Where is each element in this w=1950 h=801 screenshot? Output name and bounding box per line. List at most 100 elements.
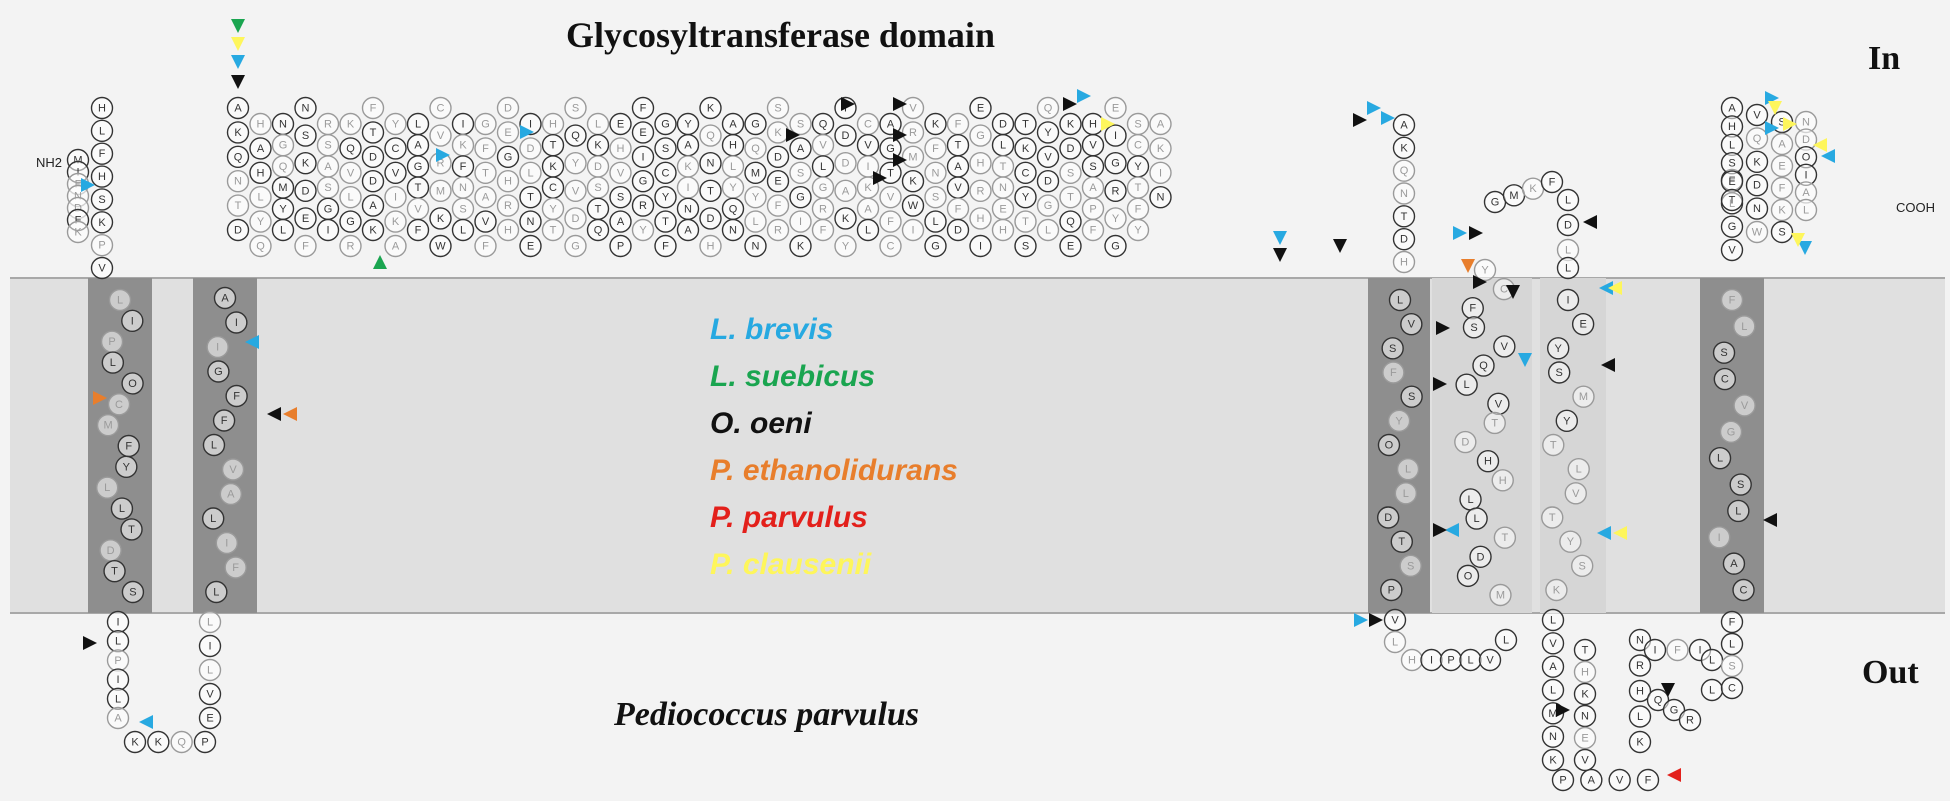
svg-text:C: C [549, 182, 557, 194]
svg-text:V: V [229, 464, 237, 476]
cytoplasmic-residue: S [924, 185, 947, 209]
svg-text:A: A [729, 119, 737, 131]
svg-text:L: L [865, 225, 871, 237]
svg-text:V: V [909, 103, 917, 115]
cytoplasmic-residue: K [834, 207, 857, 230]
svg-text:S: S [1728, 158, 1735, 170]
cytoplasmic-residue: H [1081, 112, 1105, 136]
svg-text:G: G [931, 241, 940, 253]
svg-text:A: A [234, 103, 242, 115]
svg-text:L: L [1717, 453, 1723, 465]
svg-text:M: M [908, 151, 917, 163]
c-terminal-residue: T [1720, 188, 1744, 212]
cytoplasmic-residue: A [721, 112, 745, 136]
cytoplasmic-residue: D [564, 207, 587, 230]
svg-text:F: F [302, 241, 309, 253]
svg-text:K: K [1529, 183, 1537, 195]
c-terminal-residue: L [1794, 198, 1818, 222]
svg-text:D: D [1564, 220, 1572, 232]
svg-text:V: V [98, 263, 106, 275]
c-terminal-residue: N [1745, 197, 1769, 220]
svg-text:I: I [799, 216, 802, 228]
svg-text:T: T [550, 140, 557, 152]
n-terminal-residue: F [90, 142, 114, 165]
cytoplasmic-residue: Y [271, 197, 295, 221]
cytoplasmic-residue: K [586, 133, 610, 157]
svg-text:E: E [527, 241, 534, 253]
cytoplasmic-residue: I [1149, 161, 1172, 185]
cytoplasmic-residue: C [654, 161, 677, 185]
mutation-marker [1273, 231, 1287, 245]
svg-text:T: T [1000, 161, 1007, 173]
cytoplasmic-residue: A [249, 137, 272, 160]
cytoplasmic-residue: G [744, 112, 767, 136]
svg-text:K: K [155, 737, 163, 749]
svg-text:Q: Q [819, 119, 828, 131]
svg-text:S: S [1778, 227, 1785, 239]
svg-text:T: T [235, 200, 242, 212]
svg-text:H: H [1499, 475, 1507, 487]
svg-text:Y: Y [639, 225, 647, 237]
svg-text:A: A [1778, 139, 1786, 151]
cytoplasmic-residue: K [294, 151, 317, 175]
cytoplasmic-residue: H [541, 112, 565, 136]
loop-out-residue: L [198, 658, 222, 682]
mutation-marker [1661, 683, 1675, 697]
svg-text:K: K [1753, 156, 1761, 168]
hairpin-residue: L [1459, 488, 1482, 511]
cytoplasmic-residue: G [631, 169, 655, 193]
cytoplasmic-residue: T [699, 179, 722, 203]
species-legend: L. brevis L. suebicus O. oeni P. ethanol… [710, 306, 958, 588]
svg-text:R: R [1686, 715, 1694, 727]
svg-text:W: W [908, 200, 919, 212]
cytoplasmic-residue: S [609, 185, 632, 209]
svg-text:V: V [864, 140, 872, 152]
loop-out-residue: L [198, 610, 222, 634]
svg-text:Y: Y [1112, 213, 1120, 225]
loop-out-residue: P [193, 730, 217, 754]
cytoplasmic-residue: T [406, 176, 430, 199]
cytoplasmic-residue: M [901, 145, 925, 169]
cytoplasmic-residue: E [766, 169, 790, 193]
cytoplasmic-residue: R [496, 194, 520, 217]
cytoplasmic-residue: D [1392, 227, 1416, 251]
svg-text:Q: Q [1400, 165, 1409, 177]
svg-text:L: L [115, 693, 121, 705]
svg-text:S: S [932, 192, 939, 204]
svg-text:V: V [414, 203, 422, 215]
svg-text:K: K [131, 737, 139, 749]
svg-text:F: F [820, 225, 827, 237]
cytoplasmic-residue: D [226, 218, 250, 242]
tm1-residue: L [108, 288, 132, 312]
cytoplasmic-residue: V [564, 179, 587, 203]
tm4-residue: C [1732, 578, 1755, 602]
svg-text:D: D [1384, 512, 1392, 524]
svg-text:G: G [214, 366, 223, 378]
svg-text:H: H [1581, 667, 1589, 679]
svg-text:K: K [234, 127, 242, 139]
svg-text:M: M [1548, 708, 1557, 720]
cytoplasmic-residue: A [879, 112, 902, 136]
cytoplasmic-residue: G [654, 112, 677, 136]
c-terminal-residue: D [1745, 173, 1769, 197]
svg-text:K: K [1022, 143, 1030, 155]
svg-text:L: L [1397, 295, 1403, 307]
cytoplasmic-residue: H [249, 161, 272, 185]
n-terminal-residue: K [66, 220, 90, 244]
svg-text:T: T [1135, 182, 1142, 194]
cytoplasmic-residue: Y [1104, 207, 1127, 230]
cytoplasmic-residue: R [316, 112, 340, 136]
mutation-marker [1765, 121, 1779, 135]
svg-text:L: L [415, 119, 421, 131]
svg-text:D: D [369, 151, 377, 163]
cytoplasmic-residue: Y [1036, 121, 1060, 144]
mutation-marker [1433, 377, 1447, 391]
hairpin-residue: L [1556, 188, 1580, 212]
svg-text:I: I [866, 161, 869, 173]
svg-text:M: M [436, 185, 445, 197]
cytoplasmic-residue: Y [1126, 218, 1150, 242]
loop-out-residue: P [106, 649, 130, 672]
cytoplasmic-residue: A [946, 155, 970, 178]
svg-text:R: R [1112, 185, 1120, 197]
svg-text:R: R [977, 185, 985, 197]
